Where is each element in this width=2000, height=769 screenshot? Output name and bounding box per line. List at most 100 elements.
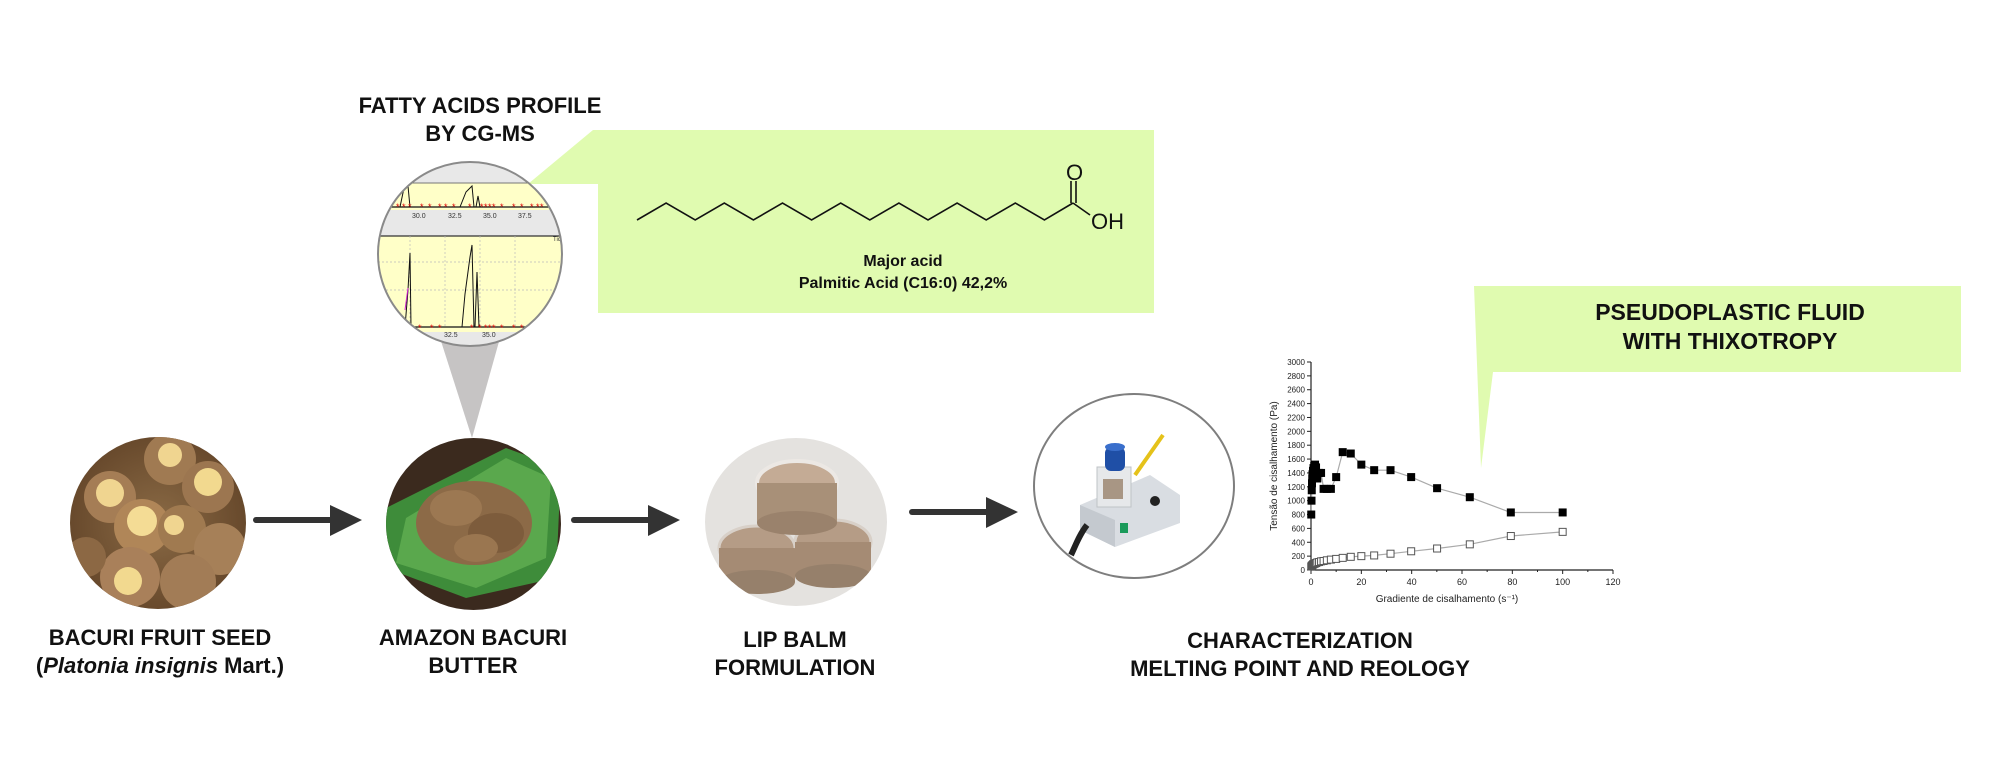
chrom-bottom-tick: 35.0 [482, 332, 496, 339]
chrom-top-tick: 37.5 [518, 213, 532, 220]
peak-marker: * [418, 323, 422, 333]
chart-y-tick-label: 0 [1301, 566, 1306, 575]
chart-point [1433, 484, 1442, 493]
chart-y-tick-label: 2800 [1287, 372, 1305, 381]
chart-x-tick-label: 100 [1555, 577, 1570, 587]
chart-point [1332, 473, 1341, 482]
rheology-callout-text: PSEUDOPLASTIC FLUID WITH THIXOTROPY [1530, 298, 1930, 356]
fatty-acids-title-line2: BY CG-MS [425, 121, 535, 146]
chart-point [1307, 496, 1316, 505]
species-name: Platonia insignis [43, 653, 219, 678]
peak-marker: * [438, 202, 442, 212]
chart-point [1370, 551, 1379, 560]
chart-point [1332, 554, 1341, 563]
chart-point [1407, 547, 1416, 556]
chart-y-tick-label: 400 [1292, 538, 1306, 547]
rheology-line2: WITH THIXOTROPY [1622, 328, 1838, 354]
chart-point [1357, 460, 1366, 469]
peak-marker: * [484, 202, 488, 212]
characterization-label-line2: MELTING POINT AND REOLOGY [1130, 656, 1470, 681]
chart-point [1386, 466, 1395, 475]
peak-marker: * [520, 202, 524, 212]
butter-illustration [386, 448, 561, 598]
bacuri-butter-photo [386, 438, 561, 610]
lip-balm-jars-photo [705, 438, 887, 606]
step-label-characterization: CHARACTERIZATION MELTING POINT AND REOLO… [1100, 627, 1500, 683]
peak-marker: * [488, 202, 492, 212]
lip-balm-illustration [717, 459, 873, 594]
peak-marker: * [430, 323, 434, 333]
peak-marker: * [478, 323, 482, 333]
chrom-corner-label: Tic [553, 237, 561, 243]
peak-marker: * [530, 202, 534, 212]
butter-label-line2: BUTTER [428, 653, 518, 678]
magnifier-cone [440, 338, 500, 438]
peak-marker: * [512, 323, 516, 333]
peak-marker: * [512, 202, 516, 212]
chart-y-tick-label: 1000 [1287, 497, 1305, 506]
chart-point [1407, 473, 1416, 482]
fatty-acids-title: FATTY ACIDS PROFILE BY CG-MS [340, 92, 620, 148]
chart-point [1506, 508, 1515, 517]
peak-marker: * [438, 323, 442, 333]
peak-marker: * [500, 202, 504, 212]
peak-marker: * [470, 323, 474, 333]
seed-label-line1: BACURI FRUIT SEED [48, 625, 272, 650]
peak-marker: * [484, 323, 488, 333]
chrom-bottom-tick: 32.5 [444, 332, 458, 339]
step-label-butter: AMAZON BACURI BUTTER [323, 624, 623, 680]
chart-point [1558, 508, 1567, 517]
palmitic-acid-label: Palmitic Acid (C16:0) 42,2% [799, 275, 1007, 292]
peak-marker: * [428, 202, 432, 212]
chart-point [1386, 549, 1395, 558]
chart-point [1346, 552, 1355, 561]
chart-x-tick-label: 120 [1605, 577, 1620, 587]
peak-marker: * [492, 323, 496, 333]
butter-label-line1: AMAZON BACURI [378, 625, 568, 650]
chart-y-tick-label: 2600 [1287, 386, 1305, 395]
chromatogram-bottom-peaks [404, 244, 562, 328]
seed-label-line2: (Platonia insignis Mart.) [10, 652, 310, 680]
seed-label-paren: ( [35, 653, 44, 678]
chart-y-tick-label: 1600 [1287, 455, 1305, 464]
chart-point [1346, 449, 1355, 458]
chart-x-axis-label: Gradiente de cisalhamento (s⁻¹) [1376, 594, 1519, 605]
rheology-line1: PSEUDOPLASTIC FLUID [1595, 299, 1865, 325]
chart-y-tick-label: 2400 [1287, 400, 1305, 409]
arrow-butter-to-lipbalm [571, 505, 680, 536]
chart-series [1307, 448, 1567, 571]
chart-point [1338, 553, 1347, 562]
chart-point [1558, 527, 1567, 536]
peak-marker: * [492, 202, 496, 212]
chart-point [1506, 532, 1515, 541]
chart-y-tick-label: 1800 [1287, 441, 1305, 450]
chart-x-tick-label: 80 [1507, 577, 1517, 587]
apparatus-illustration [1068, 433, 1180, 557]
chart-y-tick-label: 3000 [1287, 358, 1305, 367]
characterization-label-line1: CHARACTERIZATION [1187, 628, 1413, 653]
chart-point [1465, 493, 1474, 502]
lipbalm-label-line1: LIP BALM [743, 627, 847, 652]
chart-y-tick-label: 2000 [1287, 427, 1305, 436]
species-authority: Mart.) [218, 653, 285, 678]
chart-y-axis-label: Tensão de cisalhamento (Pa) [1269, 401, 1280, 531]
peak-marker: * [540, 202, 544, 212]
peak-marker: * [488, 323, 492, 333]
chart-point [1370, 466, 1379, 475]
peak-marker: * [468, 202, 472, 212]
peak-marker: * [408, 202, 412, 212]
chart-y-tick-label: 2200 [1287, 413, 1305, 422]
peak-marker: * [444, 202, 448, 212]
carbon-chain [636, 202, 1074, 221]
peak-marker: * [500, 323, 504, 333]
chart-point [1326, 484, 1335, 493]
chart-y-tick-label: 1200 [1287, 483, 1305, 492]
fatty-acid-callout-box [528, 130, 1154, 313]
hydroxyl-bond [1072, 202, 1091, 216]
